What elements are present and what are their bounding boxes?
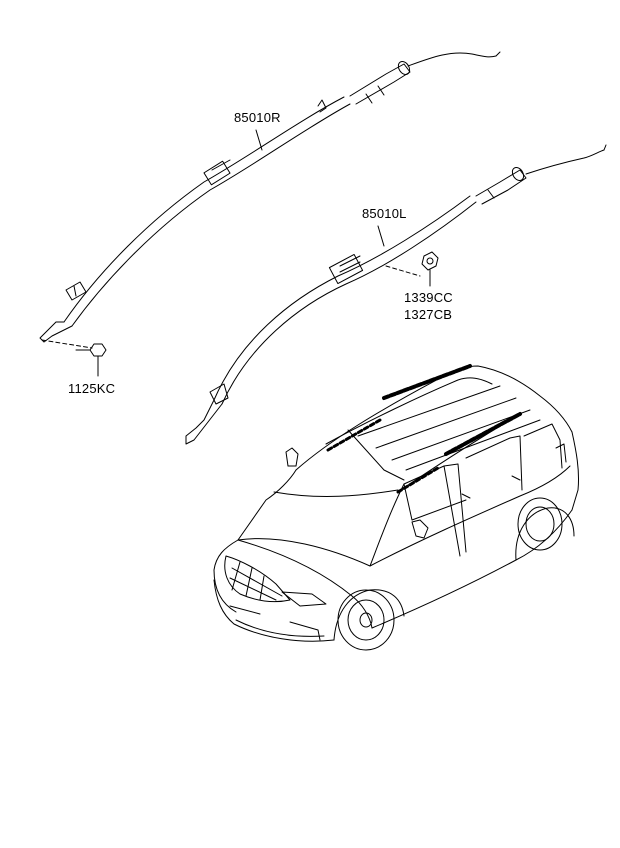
left-curtain-airbag bbox=[185, 144, 607, 445]
label-1125kc: 1125KC bbox=[68, 381, 116, 396]
vehicle-illustration bbox=[213, 365, 579, 651]
airbag-location-marks bbox=[326, 364, 522, 494]
bolt-fastener bbox=[41, 339, 107, 377]
label-85010l: 85010L bbox=[362, 206, 407, 221]
label-1327cb: 1327CB bbox=[404, 307, 453, 322]
label-85010r: 85010R bbox=[234, 110, 281, 125]
nut-fastener bbox=[421, 251, 439, 287]
label-1339cc: 1339CC bbox=[404, 290, 453, 305]
right-curtain-airbag bbox=[39, 51, 501, 343]
